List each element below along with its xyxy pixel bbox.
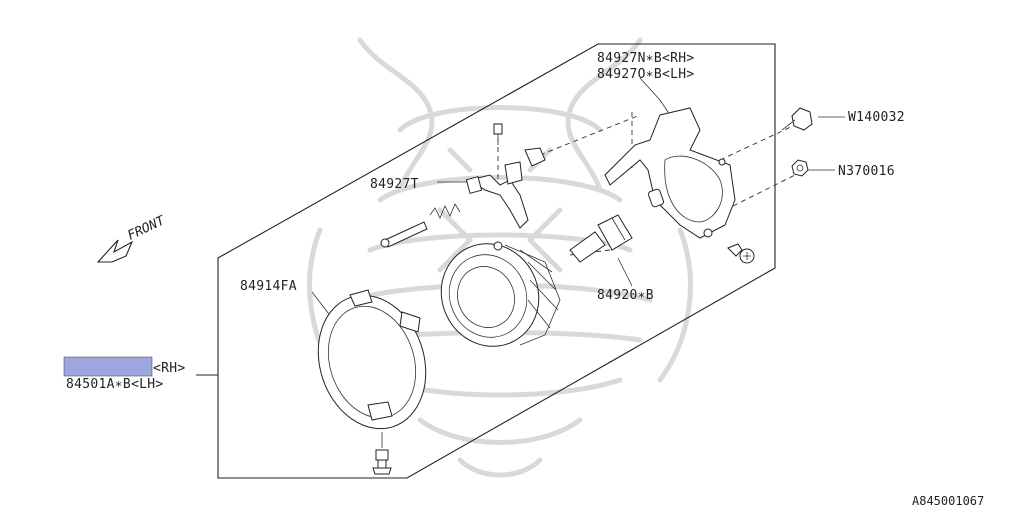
label-bezel[interactable]: 84914FA — [240, 279, 297, 294]
lamp-bracket[interactable] — [604, 107, 736, 239]
highlighted-part-number[interactable] — [63, 356, 153, 377]
label-assy-rh[interactable]: <RH> — [153, 361, 186, 376]
bracket-screw[interactable] — [727, 243, 755, 264]
front-label: FRONT — [125, 213, 168, 244]
label-assy-lh[interactable]: 84501A∗B<LH> — [66, 377, 164, 392]
bezel-ring[interactable] — [302, 281, 443, 442]
figure-id: A845001067 — [912, 494, 984, 508]
screw-part[interactable] — [781, 107, 813, 131]
label-bulb[interactable]: 84920∗B — [597, 288, 654, 303]
label-adjuster[interactable]: 84927T — [370, 177, 419, 192]
leader-lines — [196, 77, 845, 448]
label-nut[interactable]: N370016 — [838, 164, 895, 179]
nut-part[interactable] — [791, 159, 809, 177]
assembly-frame — [217, 43, 776, 479]
bulb-part[interactable] — [569, 214, 633, 263]
label-screw[interactable]: W140032 — [848, 110, 905, 125]
bezel-bolt[interactable] — [372, 449, 392, 475]
alignment-lines — [497, 112, 796, 256]
front-direction-arrow: FRONT — [96, 213, 168, 263]
adjuster-assembly[interactable] — [380, 123, 546, 248]
label-bracket-rh[interactable]: 84927N∗B<RH> — [597, 51, 695, 66]
part-labels: 84927N∗B<RH> 84927O∗B<LH> W140032 N37001… — [63, 51, 984, 508]
fog-lamp-housing[interactable] — [425, 228, 561, 363]
label-bracket-lh[interactable]: 84927O∗B<LH> — [597, 67, 695, 82]
